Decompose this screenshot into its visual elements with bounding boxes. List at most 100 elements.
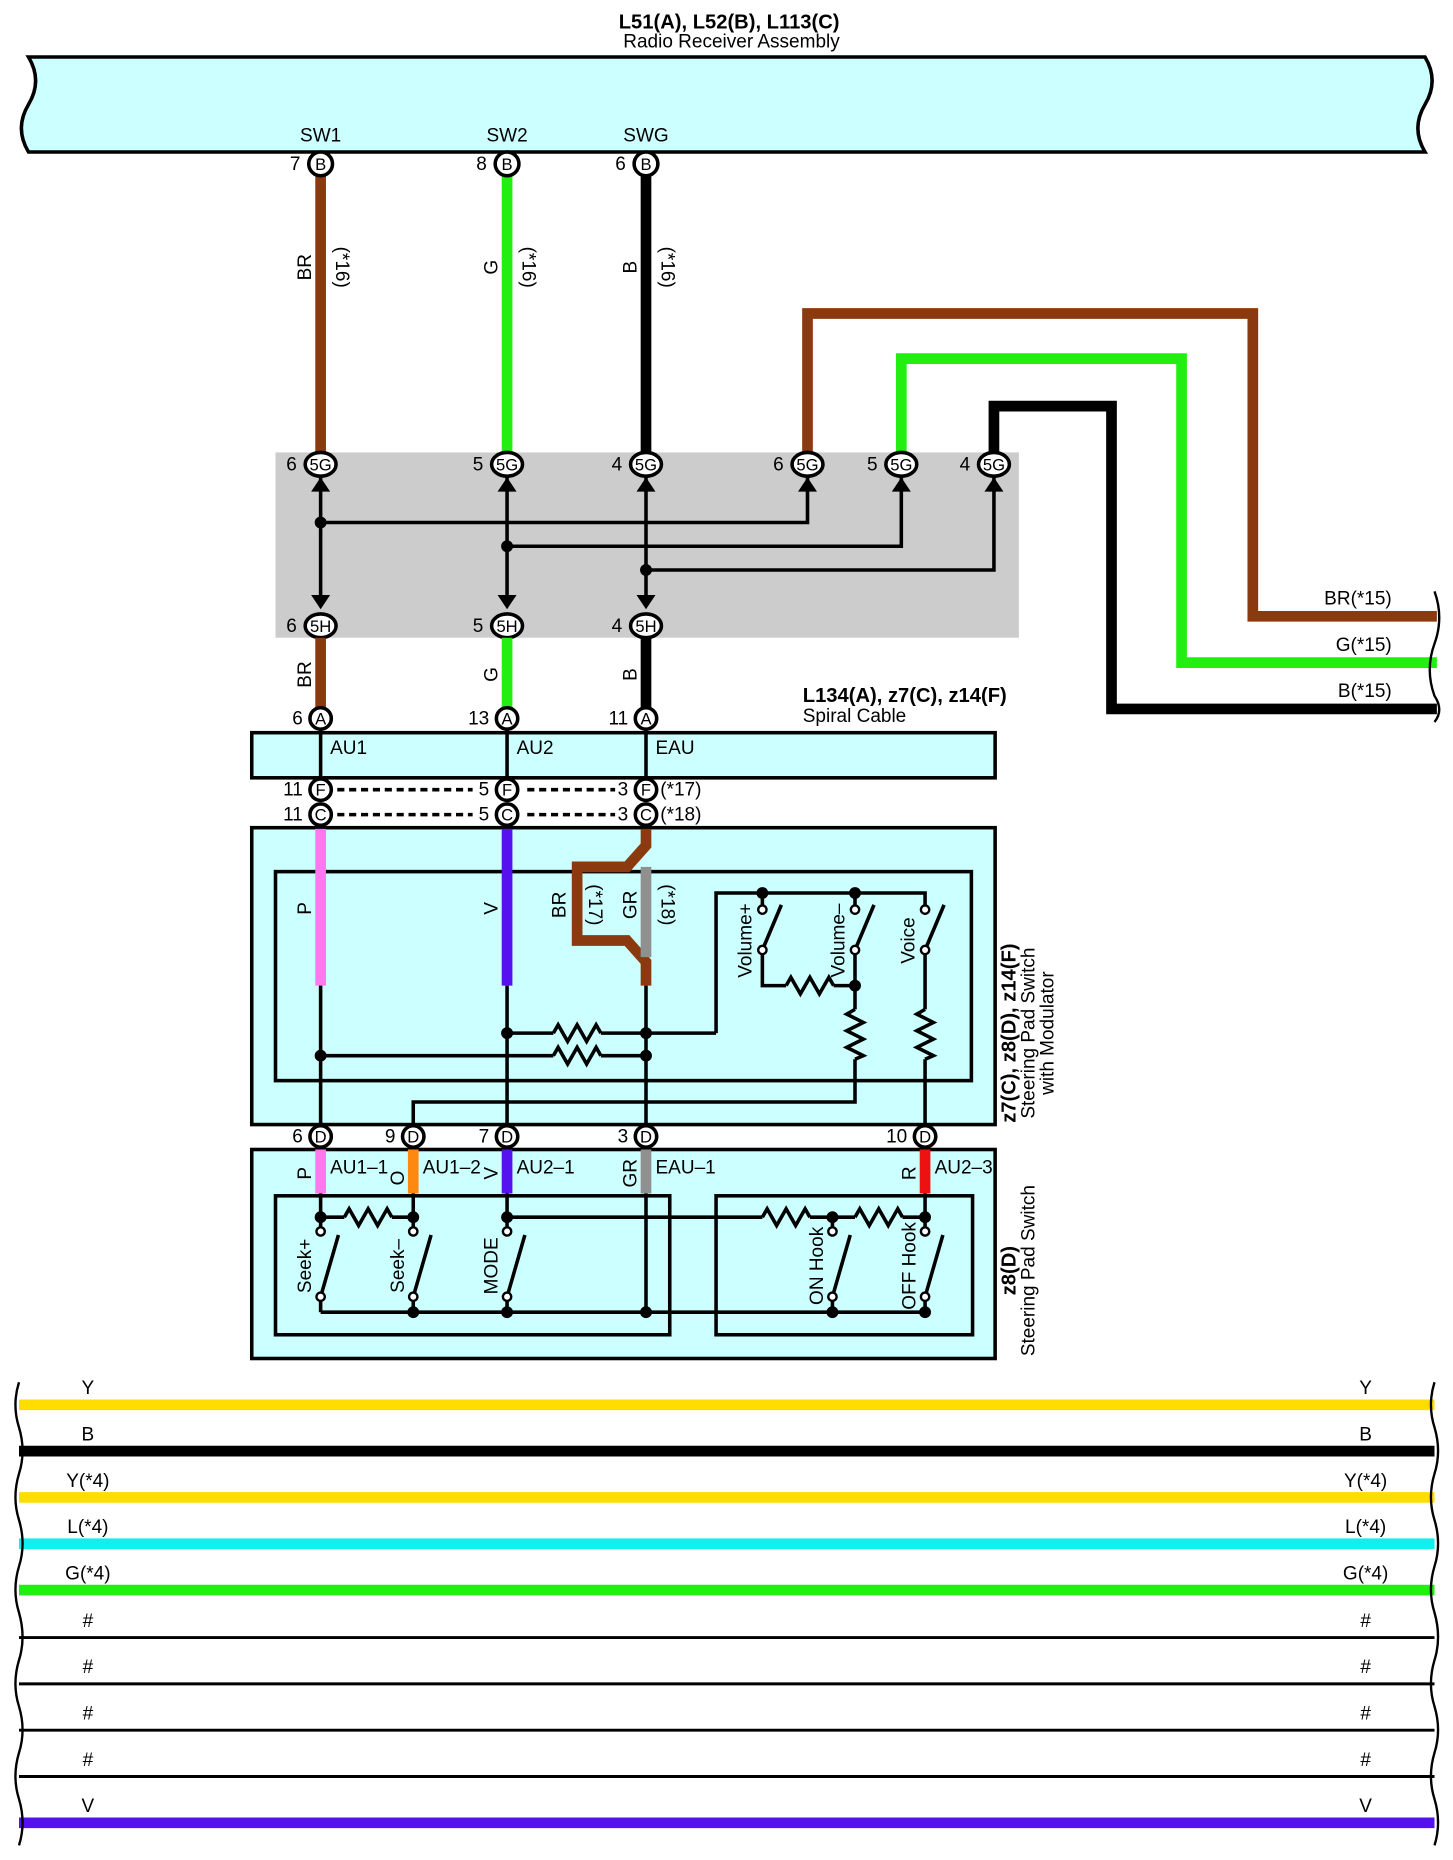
wire-label-br-2: BR [295,661,316,687]
resistor-icon [551,1043,603,1068]
bus-label: # [83,1657,94,1678]
modulator-line2: Steering Pad Switch [1018,948,1039,1119]
wire-note-sw2: (*16) [518,247,539,288]
wire-note-17: (*17) [584,884,605,925]
pin-number: 3 [618,780,629,801]
conn-letter: D [919,1127,931,1146]
radio-subtitle: Radio Receiver Assembly [623,32,840,53]
modulator-inner-mask [277,874,694,985]
switch-label-voice: Voice [898,917,919,963]
switch-label-seek-up: Seek+ [295,1239,316,1293]
bus-label: L(*4) [1345,1517,1386,1538]
conn-letter: F [502,781,512,800]
terminal-swg-name: SWG [623,125,668,146]
wire-label-g-2: G [482,667,503,682]
conn-id: 5G [983,455,1005,474]
terminal-au1-1: AU1–1 [330,1157,388,1178]
bus-left-wavy-edge [14,1381,24,1846]
switch-label-on-hook: ON Hook [807,1226,828,1305]
pin-number: 5 [473,616,484,637]
bus-label: # [1360,1657,1371,1678]
junction-pin-5g-6: 5G 4 [960,450,1012,478]
wire-label-b: B [621,261,642,274]
bus-wires [19,1399,1435,1829]
wire-br-mod [571,828,652,986]
conn-letter: D [501,1127,513,1146]
bus-label: Y [82,1378,95,1399]
conn-letter: B [502,155,513,174]
conn-letter: A [502,709,514,728]
conn-id: 5H [496,617,517,636]
bus-label: V [82,1796,95,1817]
terminal-eau-1: EAU–1 [656,1157,716,1178]
row-c-note: (*18) [660,805,701,826]
bus-label: V [1359,1796,1372,1817]
modulator-contacts [757,904,931,956]
pin-number: 10 [886,1126,907,1147]
junction-pin-5g-2: 5G 5 [473,450,525,478]
terminal-au2-1: AU2–1 [517,1157,575,1178]
bus-label: B [1359,1424,1372,1445]
connector-sw2: B 8 [476,150,521,178]
terminal-au1-2: AU1–2 [423,1157,481,1178]
bus-label: Y(*4) [1344,1471,1387,1492]
pin-number: 11 [283,805,303,826]
wire-label-gr: GR [621,891,642,920]
conn-id: 5G [496,455,518,474]
spiral-title: L134(A), z7(C), z14(F) [803,685,1007,707]
pad-contacts [315,1226,931,1303]
pin-number: 6 [286,454,297,475]
radio-terminals: SW1 SW2 SWG [300,125,669,146]
switch-label-volume-up: Volume+ [736,903,757,977]
conn-id: 5H [635,617,656,636]
right-wire-label-b: B(*15) [1338,681,1392,702]
bus-label: L(*4) [67,1517,108,1538]
radio-title: L51(A), L52(B), L113(C) [619,12,840,34]
bus-label: # [1360,1704,1371,1725]
radio-receiver-box [19,55,1434,154]
pin-number: 6 [292,708,303,729]
wire-label-v: V [482,902,503,915]
resistor-icon [853,1205,905,1230]
conn-letter: D [640,1127,652,1146]
conn-id: 5G [635,455,657,474]
wire-label-br-mod: BR [549,892,570,918]
spiral-pin-a-2: A 13 [468,705,520,731]
conn-letter: F [641,781,651,800]
junction-arrows [311,477,1004,610]
spiral-row-c: C 11 C 5 C 3 (*18) [283,802,701,828]
switch-label-volume-down: Volume– [828,903,849,977]
wire-note-sw1: (*16) [331,247,352,288]
spiral-label-au1: AU1 [330,738,367,759]
conn-letter: A [315,709,327,728]
spiral-pin-a-3: A 11 [608,705,659,731]
switch-label-mode: MODE [482,1237,503,1294]
modulator-dots [314,887,861,1062]
modulator-title: z7(C), z8(D), z14(F) [998,943,1020,1122]
bus-label: # [83,1704,94,1725]
resistor-icon [760,1205,812,1230]
pad-switch-box [249,1147,997,1361]
pin-number: 6 [292,1126,303,1147]
junction-pin-5h-2: 5H 5 [473,612,525,640]
pin-number: 11 [283,780,303,801]
pin-number: 5 [479,805,490,826]
pin-number: 6 [773,454,784,475]
junction-pin-5h-3: 5H 4 [612,612,664,640]
spiral-dashes [337,787,616,817]
junction-pin-5h-1: 5H 6 [286,612,338,640]
right-wire-label-g: G(*15) [1336,635,1392,656]
spiral-lines [318,730,648,781]
bus-label: B [82,1424,95,1445]
wire-label-gr-pad: GR [621,1159,642,1188]
terminal-au2-3: AU2–3 [935,1157,993,1178]
conn-letter: C [501,806,513,825]
switch-label-seek-down: Seek– [388,1239,409,1293]
wire-label-r-pad: R [900,1166,921,1180]
pad-inner-right [714,1194,975,1337]
bus-label: # [1360,1611,1371,1632]
pad-resistors [342,1205,905,1230]
wire-note-swg: (*16) [656,247,677,288]
pin-number: 5 [473,454,484,475]
